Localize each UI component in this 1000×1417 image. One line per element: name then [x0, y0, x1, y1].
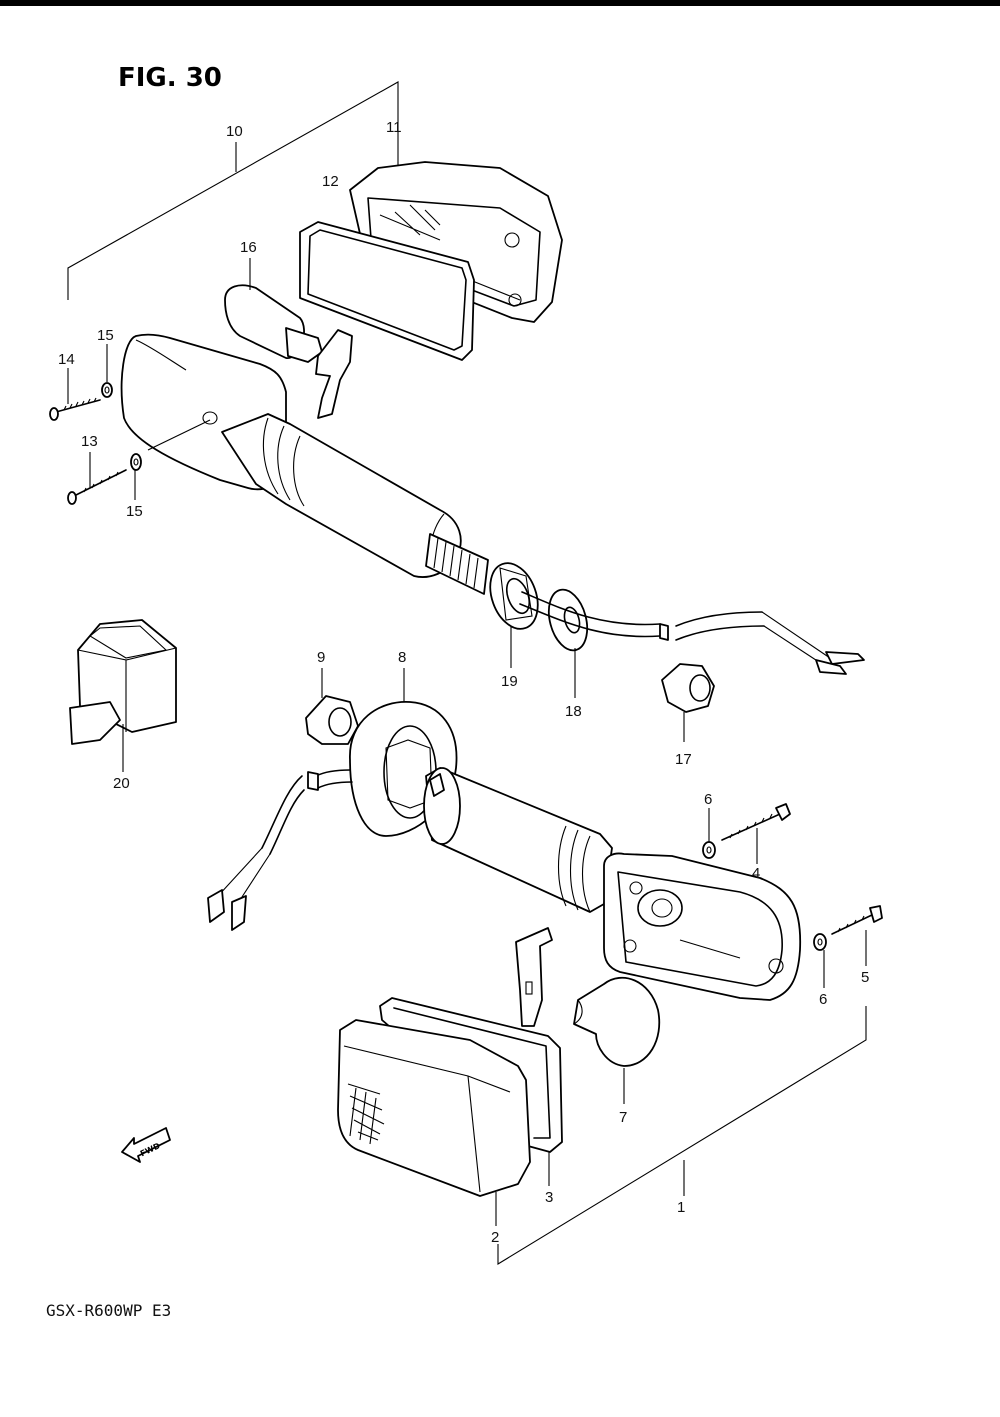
- upper-wire: [519, 591, 865, 675]
- washer-6-lower: [813, 933, 827, 988]
- callout-19: 19: [501, 673, 518, 690]
- nut-9: [305, 668, 359, 745]
- lens-2: [337, 1019, 531, 1226]
- washer-15-upper: [101, 344, 113, 398]
- lower-turn-signal-assembly: FWD: [121, 668, 883, 1265]
- washer-6-upper: [702, 808, 716, 859]
- callout-18: 18: [565, 703, 582, 720]
- figure-title: FIG. 30: [118, 63, 222, 93]
- callout-15-upper: 15: [97, 327, 114, 344]
- screw-4: [721, 803, 791, 864]
- callout-8: 8: [398, 649, 406, 666]
- bracket-1: [497, 1006, 867, 1265]
- model-code: GSX-R600WP E3: [46, 1301, 171, 1320]
- lower-stalk: [423, 767, 613, 913]
- callout-13: 13: [81, 433, 98, 450]
- callout-1: 1: [677, 1199, 685, 1216]
- washer-15-lower: [130, 453, 142, 500]
- callout-4: 4: [752, 865, 760, 882]
- callout-9: 9: [317, 649, 325, 666]
- upper-turn-signal-assembly: [49, 81, 865, 742]
- callout-15-lower: 15: [126, 503, 143, 520]
- terminal-clip: [315, 329, 353, 419]
- callout-6-upper: 6: [704, 791, 712, 808]
- nut-19: [489, 562, 539, 668]
- lower-wire: [207, 769, 353, 931]
- bracket-10: [67, 81, 399, 300]
- callout-12: 12: [322, 173, 339, 190]
- callout-5: 5: [861, 969, 869, 986]
- relay-20: [69, 619, 177, 772]
- callout-16: 16: [240, 239, 257, 256]
- washer-18: [547, 588, 589, 698]
- nut-17: [661, 663, 715, 742]
- callout-10: 10: [226, 123, 243, 140]
- callout-labels: 1 2 3 4 5 6 6 7 8 9 10 11 12 13 14 15 15…: [58, 119, 869, 1246]
- callout-3: 3: [545, 1189, 553, 1206]
- top-border: [0, 0, 1000, 6]
- screw-5: [831, 905, 883, 966]
- screw-14: [49, 368, 101, 421]
- callout-17: 17: [675, 751, 692, 768]
- fwd-arrow: FWD: [121, 1127, 171, 1163]
- gasket-12: [299, 221, 475, 361]
- lower-housing: [603, 852, 802, 1001]
- callout-6-lower: 6: [819, 991, 827, 1008]
- upper-stalk: [221, 413, 489, 595]
- bulb-7: [573, 976, 661, 1104]
- callout-14: 14: [58, 351, 75, 368]
- callout-11: 11: [386, 119, 402, 136]
- callout-7: 7: [619, 1109, 627, 1126]
- callout-2: 2: [491, 1229, 499, 1246]
- screw-13: [67, 452, 127, 505]
- bulb-16: [224, 258, 323, 363]
- callout-20: 20: [113, 775, 130, 792]
- lower-terminal-clip: [515, 927, 553, 1027]
